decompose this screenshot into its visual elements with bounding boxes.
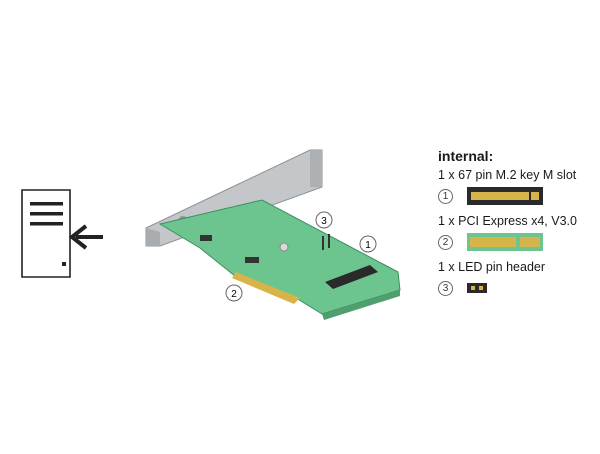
legend-item-row: 1 [438,184,598,208]
legend-number: 1 [438,188,453,204]
led-pin-header-icon [467,283,487,293]
callout-2: 2 [225,284,243,302]
legend-item-text: 1 x PCI Express x4, V3.0 [438,214,577,228]
svg-text:3: 3 [321,216,327,227]
legend-item-row: 3 [438,276,598,300]
legend-item-row: 2 [438,230,598,254]
callout-3: 3 [315,211,333,229]
document-input-icon [21,189,103,278]
m2-slot-icon [467,187,543,205]
legend-title: internal: [438,148,494,164]
legend: internal: 1 x 67 pin M.2 key M slot 1 1 … [438,148,598,306]
legend-item-text: 1 x 67 pin M.2 key M slot [438,168,577,182]
pcb-board [158,199,401,320]
legend-item-text: 1 x LED pin header [438,260,546,274]
pcie-edge-connector-icon [467,233,543,251]
callout-1: 1 [359,235,377,253]
legend-number: 3 [438,280,453,296]
svg-text:2: 2 [231,289,237,300]
legend-number: 2 [438,234,453,250]
svg-text:1: 1 [365,240,371,251]
